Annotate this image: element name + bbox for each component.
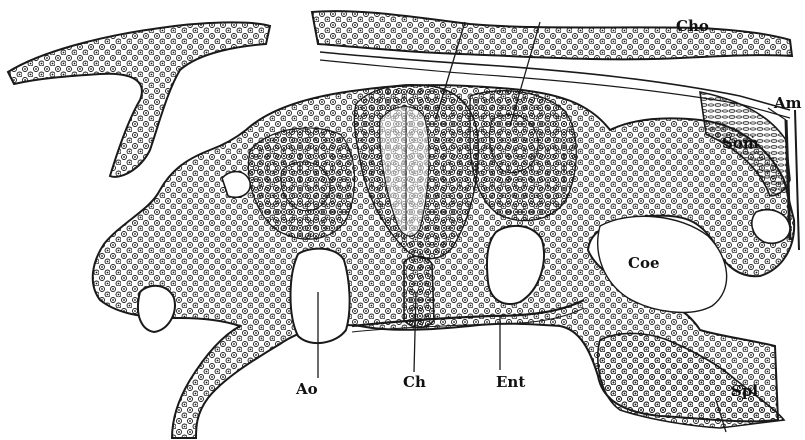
label-spl: Spl	[731, 382, 758, 400]
label-ch: Ch	[403, 373, 426, 391]
notochord	[404, 256, 434, 327]
label-ent: Ent	[496, 373, 525, 391]
aorta-lumen	[291, 249, 350, 344]
label-ao: Ao	[295, 380, 318, 398]
label-cho: Cho	[676, 17, 709, 35]
label-coe: Coe	[628, 254, 660, 272]
left-small-cavity	[138, 286, 175, 332]
label-som: Som	[722, 134, 759, 152]
right-somite	[470, 91, 576, 221]
label-am: Am	[773, 94, 802, 112]
